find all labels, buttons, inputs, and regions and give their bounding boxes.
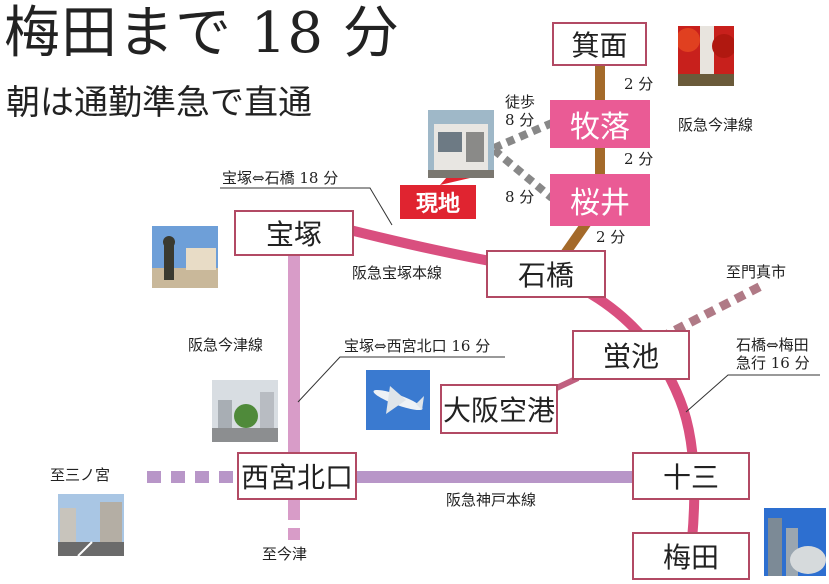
station-nishinomiya-label: 西宮北口 [240, 461, 353, 494]
direction-imazu: 至今津 [262, 545, 308, 563]
station-makiochi[interactable]: 牧落 [550, 100, 650, 148]
photo-airplane [366, 370, 430, 430]
map-title: 梅田まで 18 分 [4, 1, 400, 66]
callout-takarazuka-nishinomiya: 宝塚⇔西宮北口 16 分 [344, 337, 491, 355]
callout-leader-ishibashi-umeda [685, 374, 820, 413]
station-osaka-airport-label: 大阪空港 [442, 394, 555, 427]
map-subtitle: 朝は通勤準急で直通 [6, 83, 312, 123]
photo-nishinomiya-town [212, 380, 278, 442]
photo-site-house [428, 110, 494, 178]
site-marker[interactable]: 現地 [400, 185, 476, 219]
takarazuka-line-track [348, 225, 700, 541]
station-sakurai-label: 桜井 [570, 186, 630, 221]
to-kadoma-dotted [657, 279, 768, 343]
photo-statue-takarazuka [152, 226, 218, 288]
station-hotarugaike[interactable]: 蛍池 [572, 330, 690, 380]
callout-ishibashi-umeda-line1: 石橋⇔梅田 [736, 336, 809, 354]
station-ishibashi[interactable]: 石橋 [486, 250, 606, 298]
walk-time-sakurai: 8 分 [505, 188, 535, 206]
station-juso[interactable]: 十三 [632, 452, 750, 500]
station-takarazuka-label: 宝塚 [265, 218, 322, 251]
line-label-imazu: 阪急今津線 [188, 336, 264, 354]
station-nishinomiya-kitaguchi[interactable]: 西宮北口 [237, 452, 357, 500]
station-minoh[interactable]: 箕面 [552, 22, 647, 66]
time-minoh-makiochi: 2 分 [624, 75, 654, 93]
station-hotarugaike-label: 蛍池 [602, 340, 659, 373]
callout-ishibashi-umeda-line2: 急行 16 分 [736, 354, 810, 372]
walk-dots-makiochi [492, 119, 554, 152]
station-sakurai[interactable]: 桜井 [550, 174, 650, 226]
callout-leader-takarazuka-nishinomiya [297, 356, 505, 403]
station-takarazuka[interactable]: 宝塚 [234, 210, 354, 256]
time-sakurai-ishibashi: 2 分 [596, 228, 626, 246]
walk-dots-sakurai [491, 146, 555, 202]
photo-sannomiya-street [58, 494, 124, 556]
station-umeda-label: 梅田 [662, 541, 719, 574]
photo-umeda-towers [764, 508, 826, 576]
station-osaka-airport[interactable]: 大阪空港 [440, 384, 558, 434]
line-label-minoh: 阪急今津線 [678, 116, 754, 134]
station-makiochi-label: 牧落 [570, 110, 630, 145]
time-makiochi-sakurai: 2 分 [624, 150, 654, 168]
photo-autumn-waterfall [678, 26, 734, 86]
station-minoh-label: 箕面 [571, 29, 628, 62]
station-ishibashi-label: 石橋 [517, 259, 574, 292]
callout-leader-takarazuka-ishibashi [220, 187, 393, 226]
station-juso-label: 十三 [662, 461, 719, 494]
direction-sannomiya: 至三ノ宮 [50, 466, 111, 484]
walk-label: 徒歩 [505, 93, 536, 111]
direction-kadoma: 至門真市 [726, 263, 787, 281]
line-label-kobe: 阪急神戸本線 [446, 491, 537, 509]
walk-time-makiochi: 8 分 [505, 111, 535, 129]
station-umeda[interactable]: 梅田 [632, 532, 750, 580]
callout-takarazuka-ishibashi: 宝塚⇔石橋 18 分 [222, 169, 339, 187]
line-label-takarazuka: 阪急宝塚本線 [352, 264, 443, 282]
